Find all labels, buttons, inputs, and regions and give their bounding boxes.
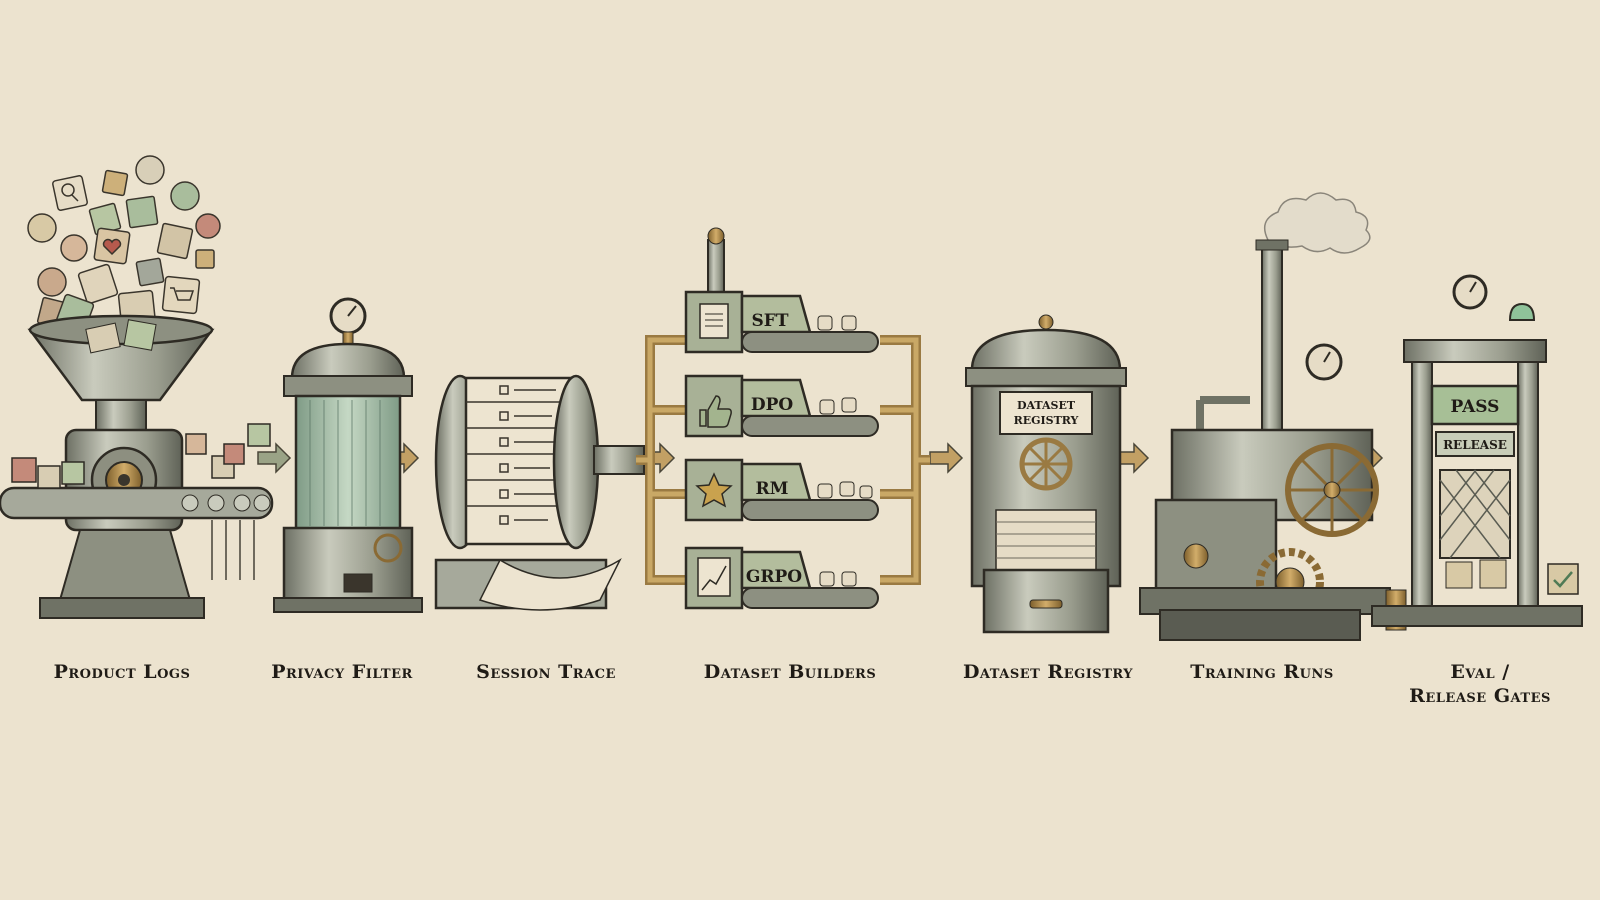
privacy-filter-machine (273, 297, 423, 613)
stage-label-session-trace: Session Trace (476, 661, 616, 683)
stage-label-dataset-registry: Dataset Registry (962, 661, 1134, 683)
pass-sign: PASS (1451, 397, 1500, 417)
builder-label-dpo: DPO (751, 395, 794, 415)
gate-grille (1439, 469, 1511, 559)
builder-label-sft: SFT (752, 311, 789, 331)
stage-label-eval-release-gates: Eval /Release Gates (1409, 661, 1551, 707)
builder-row-sft: SFT (684, 290, 879, 354)
stage-label-privacy-filter: Privacy Filter (271, 661, 413, 683)
stage-label-product-logs: Product Logs (53, 661, 191, 683)
search-icon (52, 175, 88, 211)
builder-label-rm: RM (756, 479, 789, 499)
eval-release-gate-machine: PASS RELEASE (1371, 274, 1583, 631)
cart-icon (161, 275, 201, 315)
line-chart-icon (697, 557, 731, 597)
floating-log-icons (27, 155, 221, 333)
thumbs-up-icon (699, 395, 732, 428)
product-logs-machine (0, 155, 274, 619)
builder-row-grpo: GRPO (684, 546, 879, 610)
flow-arrows (257, 442, 1384, 474)
registry-plaque-line-1: DATASET (1017, 399, 1076, 412)
stage-label-training-runs: Training Runs (1190, 661, 1334, 683)
builder-label-grpo: GRPO (746, 567, 802, 587)
steam (1263, 192, 1371, 254)
dataset-builders-machine: SFT DPO RM (636, 227, 930, 610)
release-sign: RELEASE (1443, 438, 1507, 452)
document-icon (699, 303, 729, 339)
session-trace-machine (434, 374, 645, 611)
builder-row-dpo: DPO (684, 374, 879, 438)
builder-row-rm: RM (684, 458, 879, 522)
trace-rows (466, 385, 570, 525)
heart-icon (93, 227, 131, 265)
dataset-registry-machine: DATASET REGISTRY (965, 314, 1127, 634)
training-runs-machine (1139, 192, 1391, 641)
registry-plaque-line-2: REGISTRY (1014, 414, 1079, 427)
star-icon (695, 472, 733, 508)
stage-label-dataset-builders: Dataset Builders (703, 661, 877, 683)
